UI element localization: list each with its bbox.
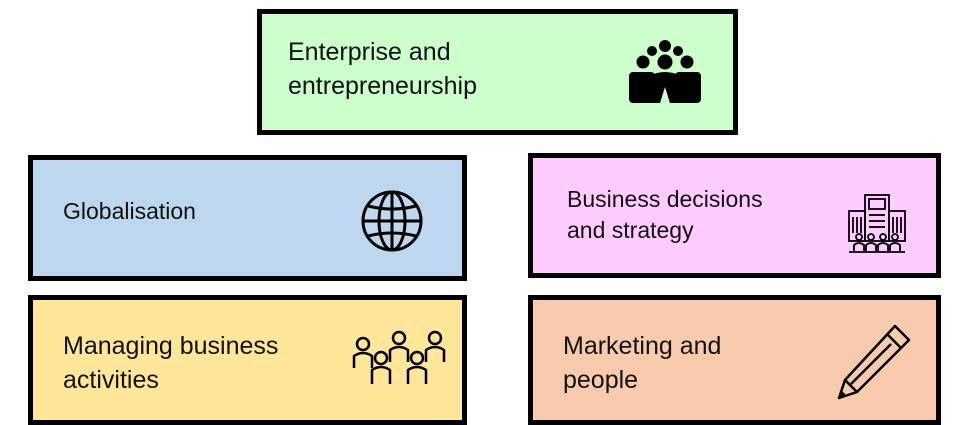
enterprise-label-line-1: Enterprise and [288,38,451,66]
business-label: Business decisions and strategy [567,184,763,246]
marketing-label-line-1: Marketing and [563,332,722,360]
box-managing-business-activities: Managing business activities [28,295,467,425]
business-label-line-1: Business decisions [567,186,763,212]
globe-icon [359,188,425,254]
managing-label-line-1: Managing business [63,332,279,360]
group-of-people-icon [626,39,704,105]
box-enterprise-and-entrepreneurship: Enterprise and entrepreneurship [257,9,738,135]
enterprise-label: Enterprise and entrepreneurship [288,36,477,104]
team-people-icon [351,328,447,390]
managing-label-line-2: activities [63,365,159,394]
pencil-icon [833,320,917,402]
box-marketing-and-people: Marketing and people [528,295,941,425]
globalisation-label: Globalisation [63,196,196,227]
office-building-with-people-icon [845,193,909,255]
marketing-label: Marketing and people [563,330,721,398]
enterprise-label-line-2: entrepreneurship [288,71,478,100]
box-business-decisions-and-strategy: Business decisions and strategy [528,153,941,278]
box-globalisation: Globalisation [28,155,467,281]
globalisation-label-line-1: Globalisation [63,198,196,224]
marketing-label-line-2: people [563,365,639,394]
managing-label: Managing business activities [63,330,278,398]
business-label-line-2: and strategy [567,217,694,244]
